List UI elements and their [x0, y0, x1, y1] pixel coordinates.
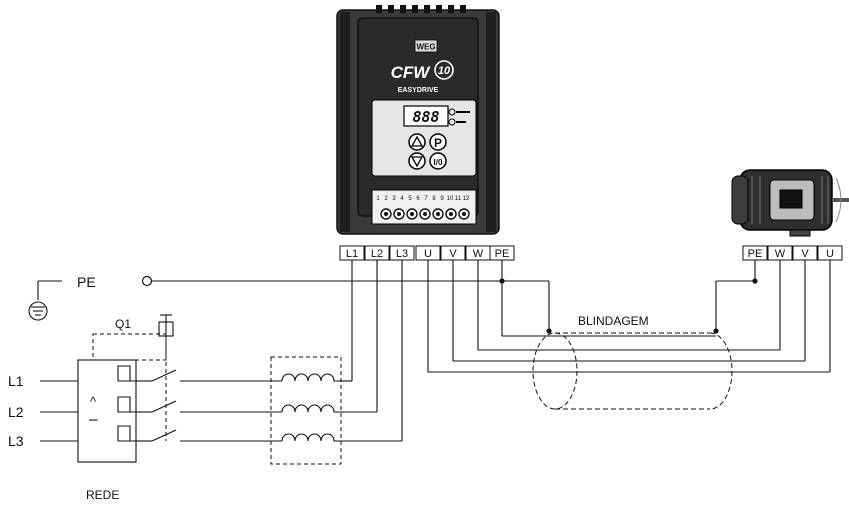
breaker-arrow-mark: ^: [90, 394, 97, 409]
junction-dots: [499, 278, 758, 334]
control-terminal-number: 10: [447, 196, 454, 202]
model-badge: [434, 60, 454, 80]
program-key[interactable]: [429, 133, 447, 151]
reactor-coil: [281, 373, 340, 382]
terminal-screw-center: [462, 212, 466, 216]
motor-terminal-label: PE: [748, 248, 763, 260]
control-terminal-number: 8: [432, 196, 436, 202]
control-terminal-screws: [380, 208, 470, 220]
up-arrow-icon: [410, 135, 424, 147]
breaker-label: Q1: [115, 317, 131, 331]
terminal-screw-center: [436, 212, 440, 216]
led-display: [403, 105, 449, 127]
drive-terminal-label: L2: [371, 248, 383, 260]
run-stop-key[interactable]: [429, 152, 447, 170]
breaker-i-mark: I: [86, 418, 100, 421]
drive-power-terminals: L1 L2 L3 U V W PE: [339, 245, 515, 261]
motor-terminal-label: W: [775, 248, 786, 260]
series-name: EASYDRIVE: [398, 87, 439, 94]
line-l1-label: L1: [8, 373, 24, 389]
motor-terminals: PE W V U: [742, 245, 843, 261]
control-terminal-number: 4: [400, 196, 404, 202]
line-reactor: [270, 356, 342, 465]
drive-terminal-label: V: [449, 248, 457, 260]
down-arrow-icon: [410, 156, 424, 168]
brand-logo-text: WEG: [416, 43, 435, 52]
drive-terminal-label: W: [473, 248, 484, 260]
terminal-screw-center: [423, 212, 427, 216]
line-l3-label: L3: [8, 433, 24, 449]
reactor-coil: [281, 404, 340, 413]
drive-terminal-label: U: [424, 248, 432, 260]
weg-logo: [414, 39, 438, 53]
terminal-screw-center: [410, 212, 414, 216]
drive-terminal-label: L3: [396, 248, 408, 260]
model-number: 10: [438, 65, 451, 77]
ground-symbol-icon: [28, 280, 62, 321]
line-l2-label: L2: [8, 404, 24, 420]
pe-label: PE: [77, 274, 96, 290]
shield-label: BLINDAGEM: [578, 314, 649, 328]
motor-terminal-label: U: [826, 248, 834, 260]
terminal-screw-center: [449, 212, 453, 216]
motor-terminal-label: V: [801, 248, 809, 260]
motor: [731, 169, 849, 237]
run-stop-key-label: I/0: [434, 158, 443, 167]
display-readout: 888: [412, 108, 439, 126]
wiring: [40, 260, 831, 442]
control-terminal-number: 3: [392, 196, 396, 202]
motor-display: [779, 189, 803, 209]
control-terminal-number: 12: [463, 196, 470, 202]
control-terminal-number: 7: [424, 196, 428, 202]
terminal-screw-center: [397, 212, 401, 216]
control-terminal-number: 2: [384, 196, 388, 202]
control-terminal-number: 6: [416, 196, 420, 202]
terminal-screw-center: [384, 212, 388, 216]
pe-terminal: [141, 275, 153, 287]
circuit-breaker-q1: ^ I Q1: [77, 314, 177, 463]
drive-terminal-label: L1: [346, 248, 358, 260]
program-key-label: P: [434, 136, 442, 150]
mains-label: REDE: [86, 488, 119, 502]
control-terminal-number: 11: [455, 196, 462, 202]
status-led-1: [448, 108, 456, 116]
control-terminal-number: 1: [376, 196, 380, 202]
control-terminal-number: 9: [440, 196, 444, 202]
status-led-2: [448, 118, 456, 126]
model-name: CFW: [391, 63, 432, 82]
cable-shield: [532, 332, 733, 410]
reactor-coil: [281, 433, 340, 442]
control-terminal-number: 5: [408, 196, 412, 202]
drive-terminal-label: PE: [495, 248, 510, 260]
